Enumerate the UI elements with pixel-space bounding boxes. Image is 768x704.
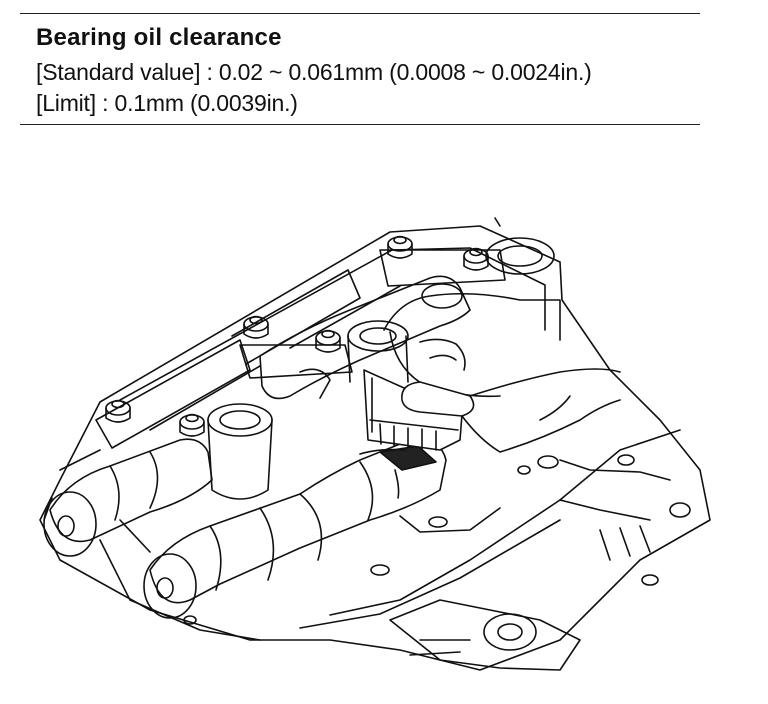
plastigage-strip bbox=[379, 445, 437, 471]
spec-title: Bearing oil clearance bbox=[36, 24, 282, 51]
hand bbox=[383, 292, 621, 453]
spec-box: Bearing oil clearance [Standard value] :… bbox=[20, 13, 700, 125]
tappet-bore bbox=[347, 320, 409, 383]
bolt-icon bbox=[315, 329, 341, 353]
camshaft-lower bbox=[143, 438, 447, 619]
cylinder-head-outline bbox=[39, 225, 711, 671]
bearing-cap bbox=[95, 339, 251, 449]
standard-value-line: [Standard value] : 0.02 ~ 0.061mm (0.000… bbox=[36, 59, 592, 85]
bolt-icon bbox=[179, 413, 205, 437]
tappet-bore bbox=[485, 237, 555, 275]
bolt-icon bbox=[463, 247, 489, 271]
bolt-icon bbox=[387, 235, 413, 259]
camshaft-upper bbox=[259, 275, 471, 400]
camshaft-left bbox=[43, 438, 213, 557]
camshaft-bearing-illustration bbox=[39, 217, 711, 671]
bolt-icon bbox=[243, 315, 269, 339]
limit-line: [Limit] : 0.1mm (0.0039in.) bbox=[36, 90, 298, 116]
tappet-bore bbox=[207, 403, 273, 500]
